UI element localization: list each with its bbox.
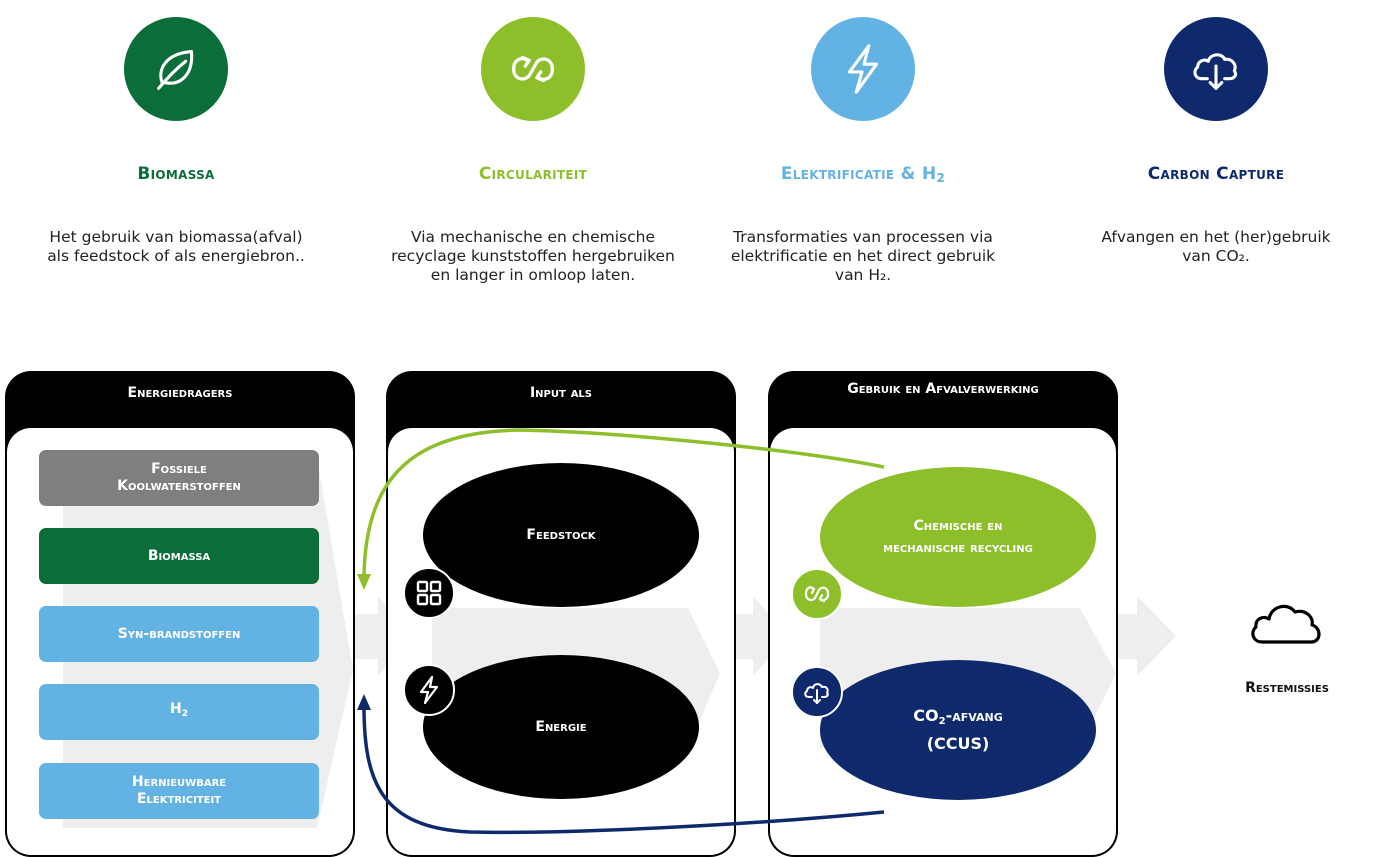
input-label: Energie <box>535 719 587 735</box>
output-label-pre: CO <box>913 706 939 725</box>
flow-arrow-1 <box>345 596 412 676</box>
carrier-biomassa: Biomassa <box>39 528 319 584</box>
emissions-label: Restemissies <box>1245 680 1329 696</box>
pillar-title-main: Elektrificatie & H <box>780 164 937 184</box>
carrier-label: Hernieuwbare Elektriciteit <box>131 774 227 807</box>
output-label-line2: (CCUS) <box>926 734 990 753</box>
panel-title: Gebruik en Afvalverwerking <box>847 381 1039 397</box>
panel-title: Energiedragers <box>127 385 233 401</box>
carrier-label-main: H <box>170 701 182 717</box>
pillar-title: Elektrificatie & H2 <box>713 164 1013 185</box>
output-ccus: CO2-afvang (CCUS) <box>820 660 1096 800</box>
carrier-label: Fossiele Koolwaterstoffen <box>117 461 241 494</box>
output-label-subscript: 2 <box>938 716 946 727</box>
carrier-syn-brandstoffen: Syn-brandstoffen <box>39 606 319 662</box>
pillar-title: Biomassa <box>137 164 215 184</box>
pillar-title: Circulariteit <box>478 164 588 184</box>
panel-title: Input als <box>529 385 593 401</box>
output-label: CO2-afvang (CCUS) <box>913 705 1003 755</box>
carrier-label-subscript: 2 <box>181 709 188 719</box>
cloud-download-icon <box>791 666 843 718</box>
recycle-loop-icon <box>481 17 585 121</box>
lightning-icon <box>811 17 915 121</box>
input-feedstock: Feedstock <box>423 463 699 607</box>
pillar-description: Het gebruik van biomassa(afval) als feed… <box>47 228 305 265</box>
cloud-icon <box>1248 594 1324 646</box>
recycle-loop-icon <box>791 568 843 620</box>
lightning-icon <box>403 664 455 716</box>
output-label-post: -afvang <box>945 706 1003 725</box>
input-energie: Energie <box>423 655 699 799</box>
input-label: Feedstock <box>526 527 596 543</box>
flow-arrow-3 <box>1101 596 1176 676</box>
pillar-description: Transformaties van processen via elektri… <box>730 228 996 284</box>
grid-icon <box>403 567 455 619</box>
carrier-h2: H2 <box>39 684 319 740</box>
carrier-hernieuwbare-elektriciteit: Hernieuwbare Elektriciteit <box>39 763 319 819</box>
output-label: Chemische en mechanische recycling <box>883 518 1033 556</box>
carrier-label: H2 <box>170 701 188 723</box>
pillar-title: Carbon Capture <box>1147 164 1285 184</box>
carrier-label: Biomassa <box>147 547 211 564</box>
cloud-download-icon <box>1164 17 1268 121</box>
pillar-title-subscript: 2 <box>936 171 946 185</box>
pillar-description: Afvangen en het (her)gebruik van CO₂. <box>1101 228 1331 265</box>
pillar-description: Via mechanische en chemische recyclage k… <box>391 228 675 284</box>
leaf-icon <box>124 17 228 121</box>
carrier-fossiele-koolwaterstoffen: Fossiele Koolwaterstoffen <box>39 450 319 506</box>
output-recycling: Chemische en mechanische recycling <box>820 467 1096 607</box>
carrier-label: Syn-brandstoffen <box>117 625 241 642</box>
